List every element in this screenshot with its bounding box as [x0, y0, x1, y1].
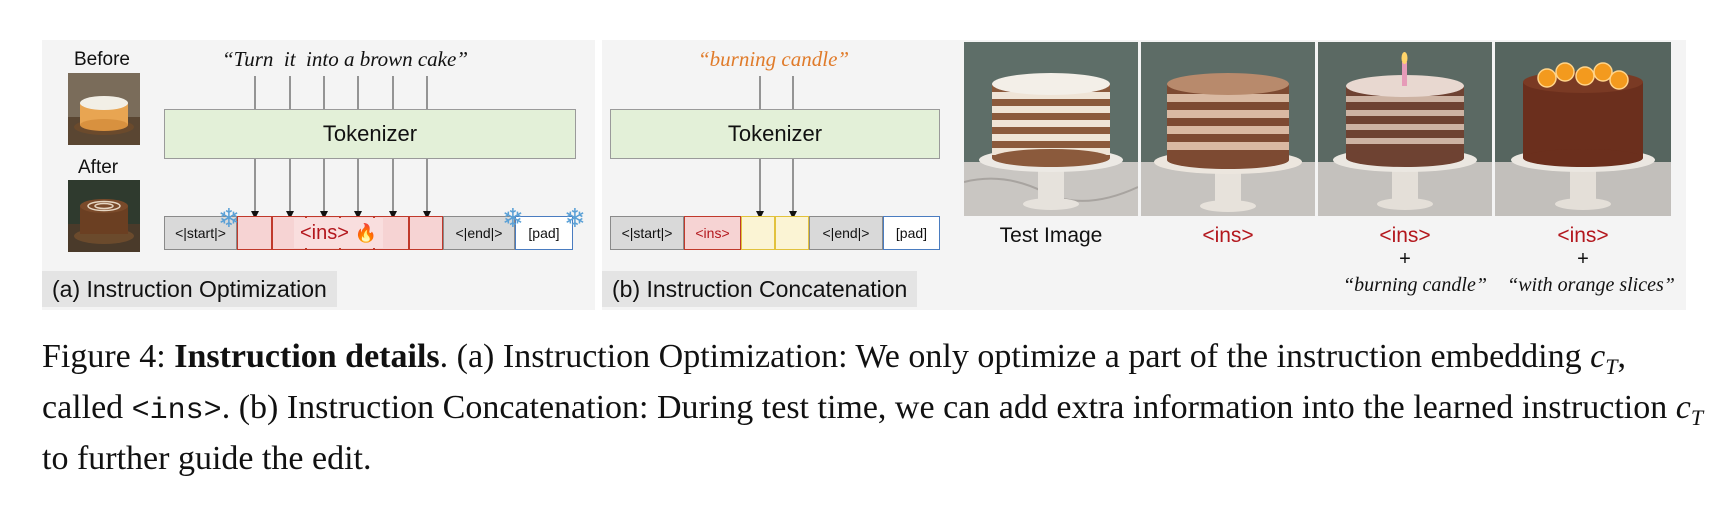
token-ins-slot	[237, 216, 272, 250]
before-image	[68, 73, 140, 145]
snowflake-icon: ❄	[218, 203, 240, 233]
test-image	[964, 42, 1138, 216]
plus-sign: +	[1577, 248, 1589, 270]
token-extra	[775, 216, 809, 250]
label-ins-1: <ins>	[1202, 224, 1254, 247]
caption-text-1: . (a) Instruction Optimization: We only …	[439, 338, 1591, 375]
token-end: <|end|>	[809, 216, 883, 250]
after-image	[68, 180, 140, 252]
extra-text-orange: “with orange slices”	[1507, 274, 1675, 296]
label-ins-2: <ins>	[1379, 224, 1431, 247]
fire-icon: 🔥	[354, 223, 377, 243]
label-ins-3: <ins>	[1557, 224, 1609, 247]
math-c: c	[1590, 338, 1606, 375]
math-c: c	[1675, 389, 1691, 426]
panel-a-caption: (a) Instruction Optimization	[42, 271, 337, 307]
panel-instruction-concatenation: “burning candle” Tokenizer <|start|> <in…	[602, 40, 962, 310]
token-extra	[741, 216, 775, 250]
ins-text: <ins>	[695, 225, 730, 241]
token-ins-slot	[409, 216, 443, 250]
extra-text-candle: “burning candle”	[1343, 274, 1487, 296]
concat-tokenizer-box: Tokenizer	[610, 109, 940, 159]
caption-code: <ins>	[131, 394, 222, 428]
result-image-candle	[1318, 42, 1492, 216]
math-subscript: T	[1605, 354, 1618, 379]
token-ins: <ins>	[684, 216, 741, 250]
after-label: After	[78, 157, 119, 178]
token-end: <|end|>	[443, 216, 515, 250]
before-label: Before	[74, 49, 130, 70]
caption-text-3: . (b) Instruction Concatenation: During …	[221, 389, 1676, 426]
plus-sign: +	[1399, 248, 1411, 270]
caption-bold-title: Instruction details	[174, 338, 440, 375]
tokenizer-box: Tokenizer	[164, 109, 576, 159]
label-test-image: Test Image	[999, 224, 1103, 247]
concat-instruction-text: “burning candle”	[698, 47, 850, 71]
result-image-ins	[1141, 42, 1315, 216]
token-start: <|start|>	[164, 216, 237, 250]
math-subscript: T	[1690, 405, 1704, 430]
token-pad: [pad]	[515, 216, 573, 250]
token-start: <|start|>	[610, 216, 684, 250]
snowflake-icon: ❄	[564, 203, 586, 233]
panel-instruction-optimization: Before After “Turn it into a brown cake”	[42, 40, 595, 310]
panel-b-caption: (b) Instruction Concatenation	[602, 271, 918, 307]
concat-arrows	[756, 76, 797, 219]
token-arrows	[251, 76, 431, 219]
caption-text-2: , called	[42, 338, 1626, 426]
ins-token-label: <ins> 🔥	[294, 218, 383, 248]
snowflake-icon: ❄	[502, 203, 524, 233]
token-sequence: <|start|> <ins> 🔥 <|end|> [pad]	[164, 216, 580, 250]
concat-token-sequence: <|start|> <ins> <|end|> [pad]	[610, 216, 940, 250]
caption-prefix: Figure 4:	[42, 338, 175, 375]
token-pad: [pad]	[883, 216, 940, 250]
result-image-orange	[1495, 42, 1671, 216]
instruction-text: “Turn it into a brown cake”	[222, 47, 469, 71]
figure-caption: Figure 4: Instruction details. (a) Instr…	[42, 336, 1712, 479]
caption-text-4: to further guide the edit.	[42, 440, 372, 477]
ins-text: <ins>	[300, 222, 349, 244]
